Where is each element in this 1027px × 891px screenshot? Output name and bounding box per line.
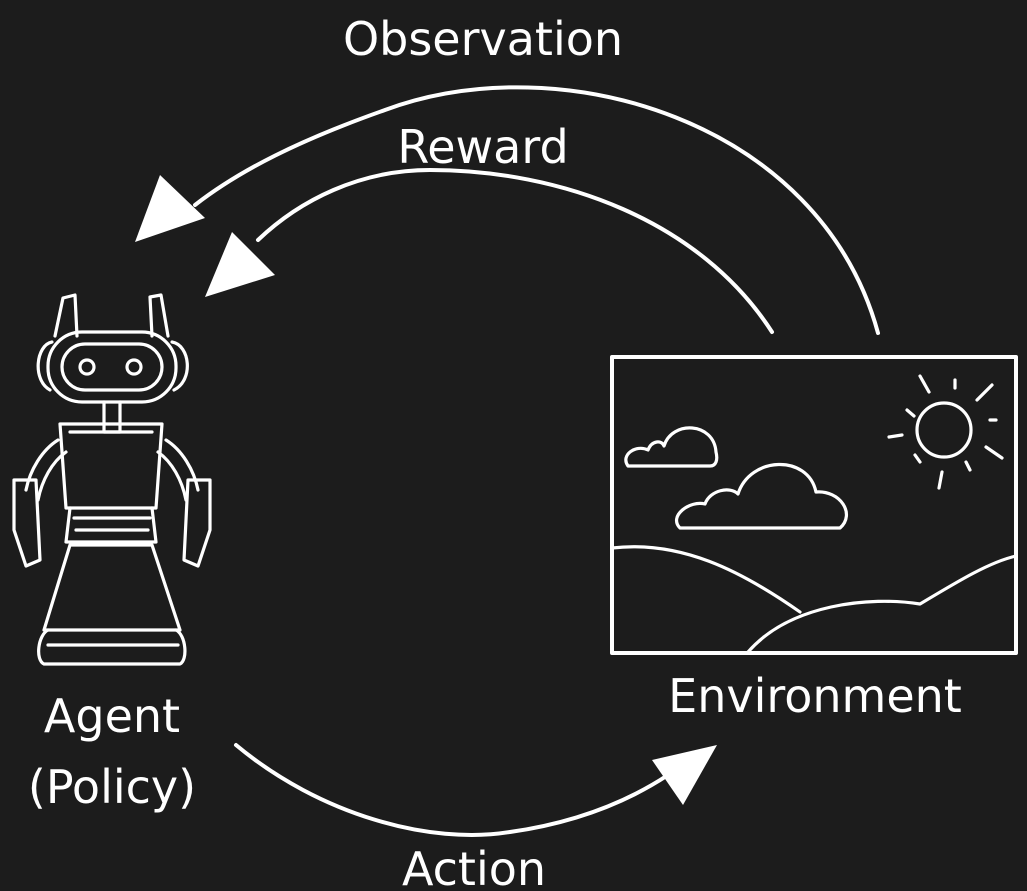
environment-frame: [610, 355, 1018, 655]
action-arrowhead: [652, 745, 717, 805]
agent-policy-label: (Policy): [28, 760, 196, 814]
large-cloud-icon: [675, 462, 848, 530]
sun-icon: [915, 401, 973, 459]
reward-label: Reward: [397, 120, 568, 174]
reward-arrow: [256, 168, 774, 334]
reward-arrowhead: [205, 232, 275, 297]
observation-arrow: [193, 85, 880, 335]
action-label: Action: [402, 842, 546, 891]
hill-left: [610, 545, 802, 614]
observation-arrowhead: [135, 175, 205, 242]
landscape-icon: [610, 355, 1018, 655]
observation-label: Observation: [343, 12, 623, 66]
robot-icon: [12, 293, 212, 666]
action-arrow: [234, 743, 670, 837]
small-cloud-icon: [624, 426, 719, 468]
environment-label: Environment: [668, 669, 962, 723]
agent-label: Agent: [44, 689, 180, 743]
hill-right: [746, 554, 1018, 654]
